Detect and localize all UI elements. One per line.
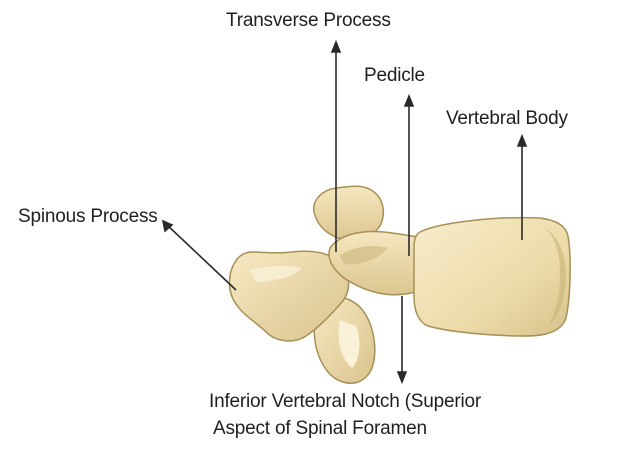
vertebral-body-arrowhead	[518, 136, 526, 146]
label-inferior-notch-line2: Aspect of Spinal Foramen	[213, 418, 427, 440]
spinous-leader	[166, 224, 236, 290]
vertebral-body-shape	[414, 218, 570, 336]
label-transverse-process: Transverse Process	[226, 10, 391, 32]
pedicle-arrowhead	[405, 96, 413, 106]
label-pedicle: Pedicle	[364, 65, 425, 87]
transverse-arrowhead	[332, 42, 340, 52]
label-spinous-process: Spinous Process	[18, 206, 158, 228]
label-inferior-notch-line1: Inferior Vertebral Notch (Superior	[209, 391, 481, 413]
label-vertebral-body: Vertebral Body	[446, 108, 568, 130]
spinous-arrowhead	[163, 221, 172, 231]
inferior-notch-arrowhead	[398, 372, 406, 382]
